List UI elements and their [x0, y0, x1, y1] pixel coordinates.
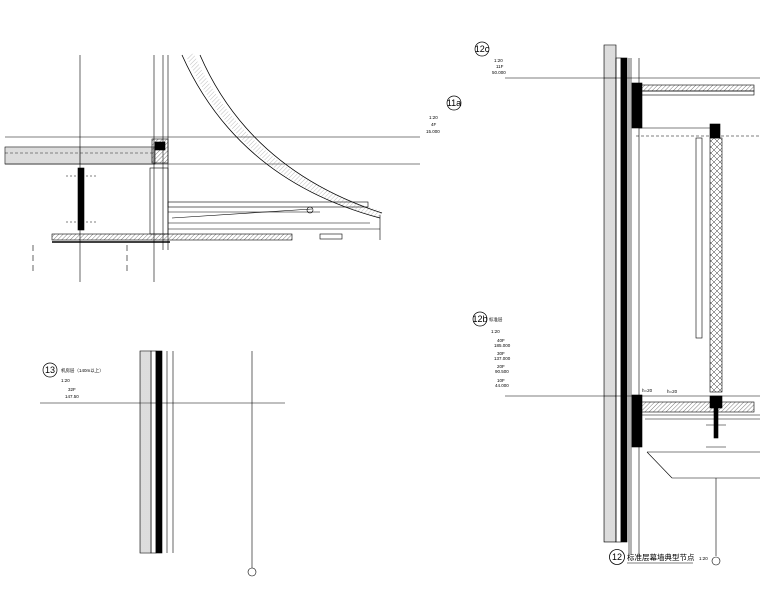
elev-1: 185.000: [494, 343, 511, 348]
marker-floor: 32F: [68, 387, 76, 392]
marker-elevation: 50.000: [492, 70, 506, 75]
section-marker-12b: 12b 标准层 1:20 40F 185.000 30F 137.000 20F…: [472, 311, 511, 388]
drawing-title-scale: 1:20: [699, 556, 708, 561]
section-marker-13: 13 机房层（140m以上） 1:20 32F 147.50: [42, 362, 104, 399]
marker-circle: [42, 362, 58, 378]
marker-floor: 11F: [496, 64, 504, 69]
marker-id: 12c: [475, 44, 490, 54]
dimension-note-right: h=20: [667, 389, 678, 394]
marker-id: 11a: [447, 98, 461, 108]
marker-floor: 4F: [431, 122, 437, 127]
marker-circle: [446, 95, 462, 111]
marker-scale: 1:20: [429, 115, 438, 120]
marker-id: 13: [45, 365, 55, 375]
level-4: 10F: [497, 378, 505, 383]
elev-4: 44.000: [495, 383, 509, 388]
detail-12-right: [505, 44, 760, 566]
section-marker-11a: 11a 1:20 4F 15.000: [426, 95, 462, 134]
drawing-title-block: 12 标准层幕墙典型节点 1:20: [609, 549, 708, 565]
marker-elevation: 15.000: [426, 129, 440, 134]
marker-elevation: 147.50: [65, 394, 79, 399]
elev-3: 90.500: [495, 369, 509, 374]
elev-2: 137.000: [494, 356, 511, 361]
level-1: 40F: [497, 338, 505, 343]
detail-11a-top-left: [4, 53, 420, 282]
marker-circle: [474, 41, 490, 57]
section-marker-12c: 12c 1:20 11F 50.000: [474, 41, 506, 75]
marker-label: 标准层: [489, 316, 503, 323]
marker-circle: [472, 311, 488, 327]
marker-scale: 1:20: [494, 58, 503, 63]
dimension-note-left: h=20: [642, 388, 653, 393]
title-number-circle: [609, 549, 625, 565]
level-2: 30F: [497, 351, 505, 356]
level-3: 20F: [497, 364, 505, 369]
drawing-title: 标准层幕墙典型节点: [627, 552, 695, 562]
detail-13-bottom-left: [40, 350, 285, 577]
marker-label: 机房层（140m以上）: [61, 367, 104, 374]
title-number: 12: [612, 552, 622, 562]
marker-scale: 1:20: [491, 329, 500, 334]
marker-scale: 1:20: [61, 378, 70, 383]
marker-id: 12b: [472, 314, 487, 324]
